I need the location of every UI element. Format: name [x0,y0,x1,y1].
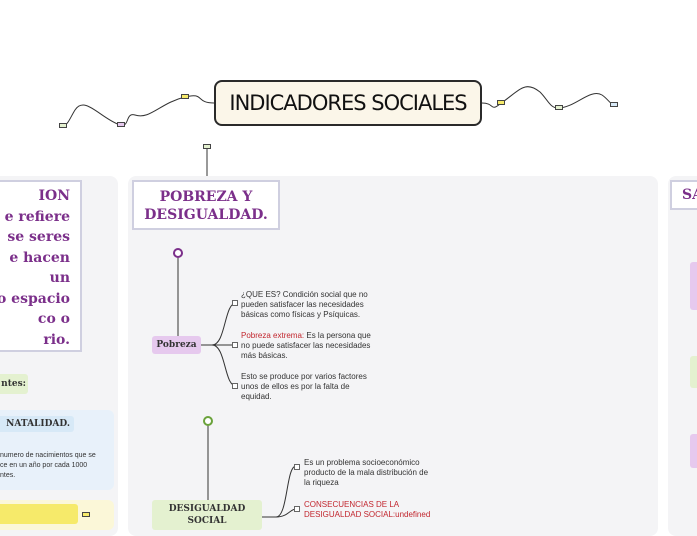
left-topic-line: rio. [43,331,70,348]
left-bottom-branch[interactable] [0,504,78,524]
note-checkbox[interactable] [232,342,238,348]
connector-lines [62,86,615,518]
pobreza-extrema-label: Pobreza extrema: [241,331,305,340]
left-bottom-tag[interactable] [82,512,90,517]
left-topic-line: se seres [7,229,70,245]
desigualdad-branch[interactable]: DESIGUALDAD SOCIAL [152,500,262,530]
left-topic-line: e refiere [4,208,70,225]
tag-marker-5[interactable] [555,105,563,110]
pobreza-note-1: ¿QUE ES? Condición social que no pueden … [241,290,368,319]
center-topic[interactable]: POBREZA Y DESIGUALDAD. [132,180,280,230]
pobreza-note-3: Esto se produce por varios factores unos… [241,372,367,401]
pobreza-branch[interactable]: Pobreza [152,336,201,354]
tag-marker-7[interactable] [203,144,211,149]
desigualdad-note-1: Es un problema socioeconómico producto d… [304,458,429,487]
pobreza-note-2: Pobreza extrema: Es la persona que no pu… [241,331,371,360]
right-branch-purple-2[interactable] [690,434,697,468]
tag-marker-6[interactable] [610,102,618,107]
center-panel [128,176,658,536]
note-checkbox[interactable] [294,464,300,470]
right-topic[interactable]: SA [670,180,697,210]
left-topic-line: o espacio [0,290,70,307]
note-checkbox[interactable] [232,300,238,306]
left-natalidad-label[interactable]: NATALIDAD. [0,416,74,432]
tag-marker-2[interactable] [117,122,125,127]
right-branch-green[interactable] [690,356,697,388]
left-topic-line: e hacen [9,249,70,266]
note-checkbox[interactable] [294,506,300,512]
right-branch-purple[interactable] [690,262,697,310]
left-topic-line: un [49,270,70,286]
left-topic-line: co o [37,311,70,327]
tag-marker-3[interactable] [59,123,67,128]
main-title[interactable]: INDICADORES SOCIALES [214,80,482,126]
left-topic-line: ION [38,188,70,204]
note-checkbox[interactable] [232,383,238,389]
tag-marker-1[interactable] [181,94,189,99]
tag-marker-4[interactable] [497,100,505,105]
desigualdad-note-2: CONSECUENCIAS DE LA DESIGUALDAD SOCIAL:u… [304,500,431,519]
left-sub-branch[interactable]: ntes: [0,374,28,394]
left-natalidad-text: numero de nacimientos que se ce en un añ… [0,452,96,479]
left-topic[interactable]: ION e refiere se seres e hacen un o espa… [0,180,82,352]
